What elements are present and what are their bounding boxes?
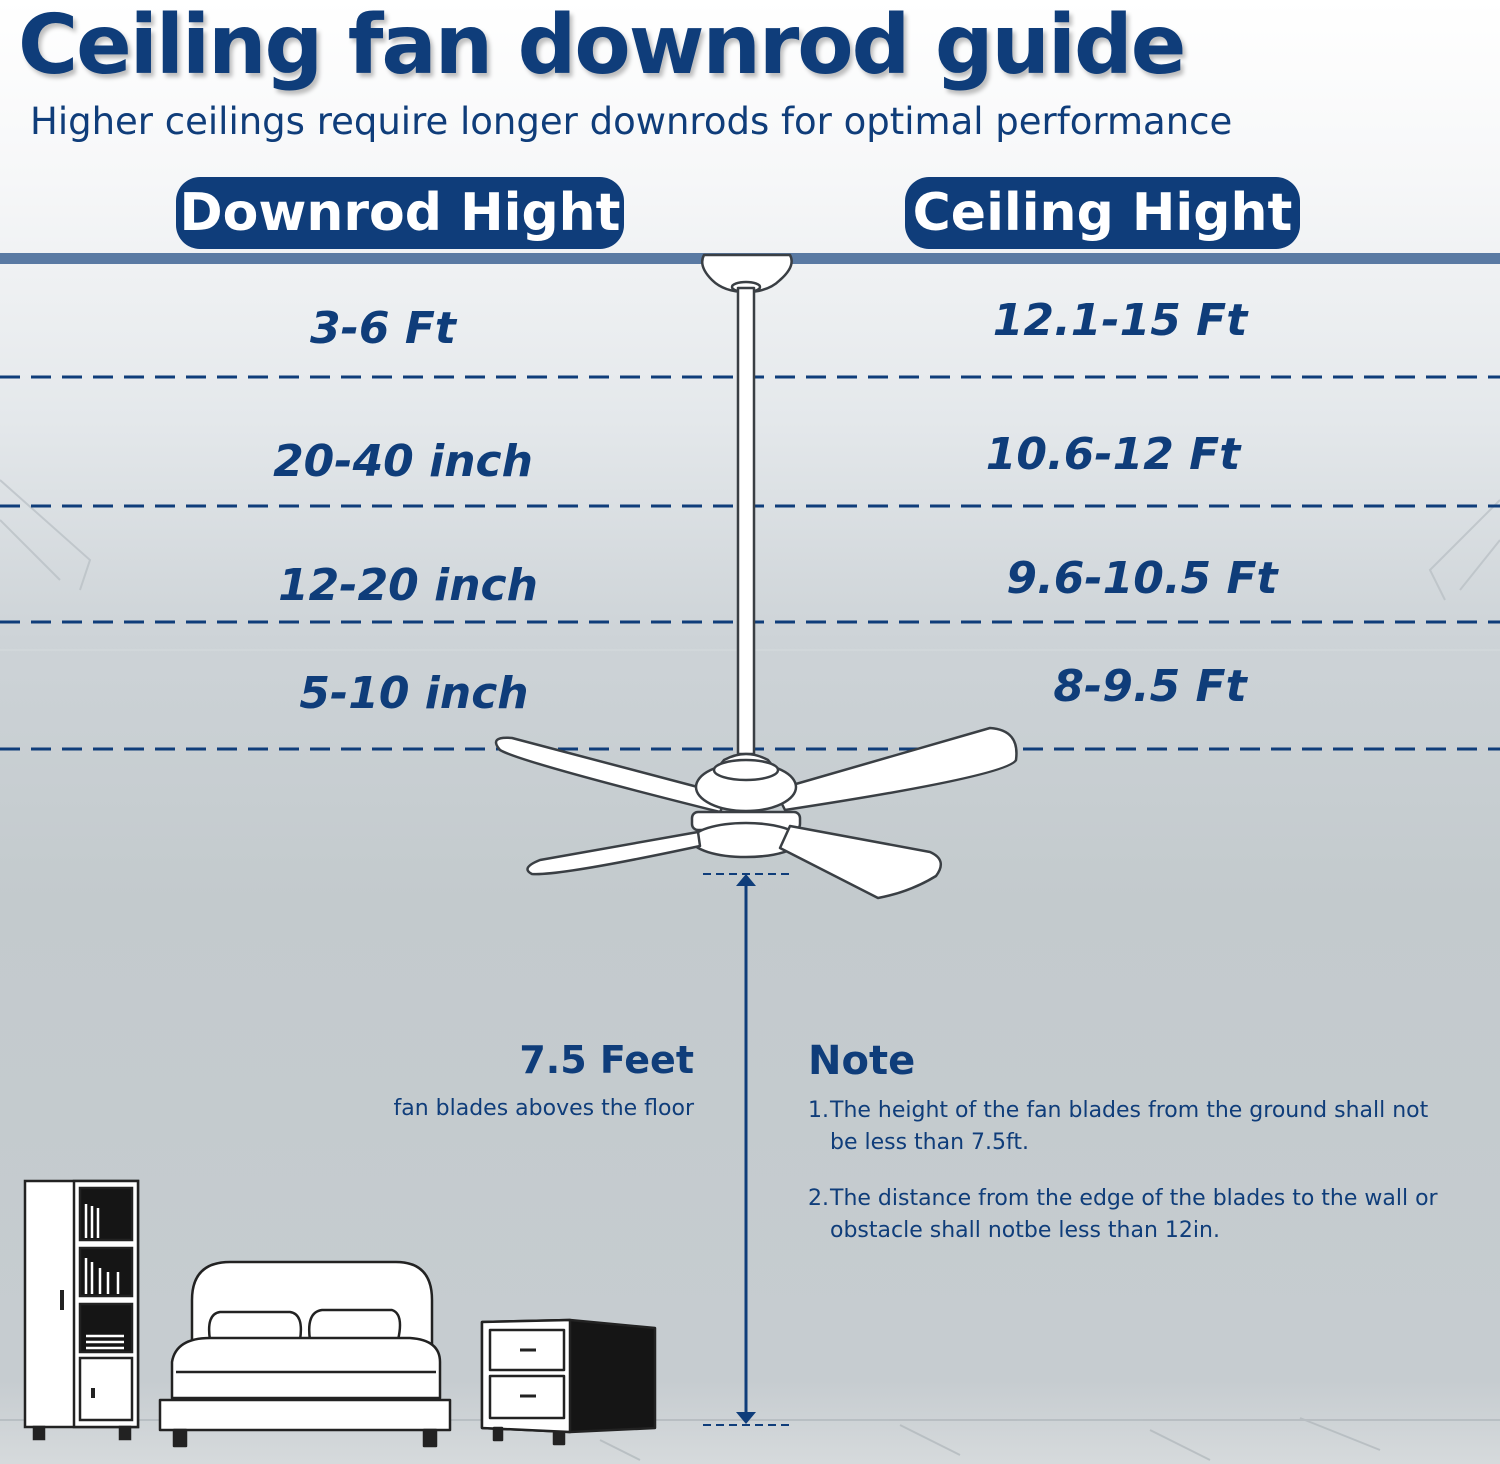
downrod-value: 3-6 Ft [310,303,456,354]
note-number: 1. [808,1098,829,1123]
note-text: The distance from the edge of the blades… [830,1186,1438,1243]
ceiling-value: 9.6-10.5 Ft [1006,553,1278,604]
fan-blade [526,830,702,876]
note-number: 2. [808,1186,829,1211]
ceiling-value: 8-9.5 Ft [1053,661,1247,712]
fan-blade [494,736,730,814]
downrod-height-header-label: Downrod Hight [179,183,621,243]
ceiling-height-header: Ceiling Hight [905,177,1300,249]
ceiling-height-header-label: Ceiling Hight [912,183,1293,243]
page-subtitle: Higher ceilings require longer downrods … [30,100,1233,143]
ceiling-value: 12.1-15 Ft [992,295,1248,346]
note-list: 1. The height of the fan blades from the… [808,1095,1448,1271]
note-text: The height of the fan blades from the gr… [830,1098,1429,1155]
downrod-value: 12-20 inch [278,560,538,611]
page-title: Ceiling fan downrod guide [18,0,1186,93]
nightstand-icon [480,1318,657,1446]
fan-blade [778,824,943,900]
ceiling-fan-icon [494,253,1018,900]
downrod-value: 5-10 inch [299,668,529,719]
note-item: 1. The height of the fan blades from the… [808,1095,1448,1159]
downrod-height-header: Downrod Hight [176,177,624,249]
ceiling-value: 10.6-12 Ft [985,429,1241,480]
note-title: Note [808,1038,916,1084]
clearance-description: fan blades aboves the floor [393,1096,694,1121]
bed-icon [158,1260,452,1448]
downrod-value: 20-40 inch [273,436,533,487]
fan-blade [773,726,1018,812]
clearance-height: 7.5 Feet [519,1038,694,1082]
bookcase-icon [23,1179,140,1441]
fan-downrod [736,286,756,756]
note-item: 2. The distance from the edge of the bla… [808,1183,1448,1247]
height-arrow-icon [703,873,790,1426]
